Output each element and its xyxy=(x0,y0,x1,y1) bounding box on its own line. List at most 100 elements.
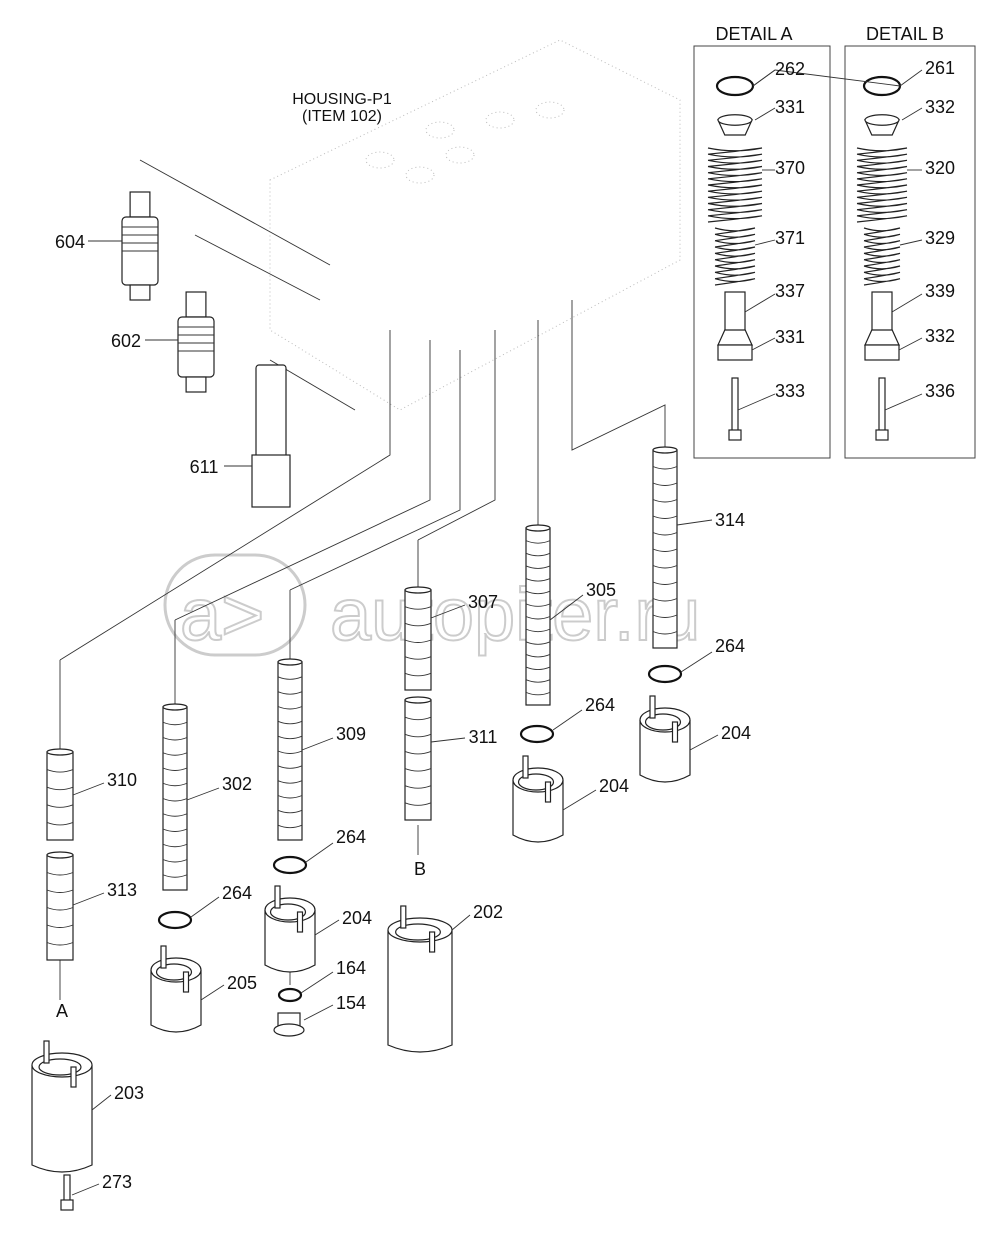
spool-icon xyxy=(652,449,678,649)
callout-602: 602 xyxy=(111,331,141,351)
spool-icon xyxy=(162,706,188,891)
callout-202: 202 xyxy=(473,902,503,922)
svg-text:a>: a> xyxy=(180,573,264,656)
leader-line xyxy=(305,842,334,863)
detail-a-label: 370 xyxy=(775,158,805,178)
stud-icon xyxy=(70,1066,77,1088)
spool-land xyxy=(404,656,432,660)
spool-land xyxy=(46,769,74,773)
leader-line xyxy=(451,914,471,931)
detail-b-label: 339 xyxy=(925,281,955,301)
spool-land xyxy=(46,889,74,893)
spool-land xyxy=(525,565,551,569)
spool-land xyxy=(525,691,551,696)
detail-a-label: 262 xyxy=(775,59,805,79)
callout-305: 305 xyxy=(586,580,616,600)
callout-154: 154 xyxy=(336,993,366,1013)
leader-line xyxy=(689,734,719,751)
rect xyxy=(60,1199,74,1211)
callout-204: 204 xyxy=(599,776,629,796)
o-ring-icon xyxy=(157,910,193,930)
spring-seat-icon xyxy=(717,329,753,346)
leader-line xyxy=(552,709,583,731)
spool-land xyxy=(46,907,74,911)
leader-line xyxy=(901,107,923,121)
leader-line xyxy=(752,69,776,87)
detail-b-title: DETAIL B xyxy=(866,24,944,44)
leader-line xyxy=(774,69,901,87)
relief-valve-604 xyxy=(129,191,151,218)
callout-604: 604 xyxy=(55,232,85,252)
callout-203: 203 xyxy=(114,1083,144,1103)
spool-land xyxy=(46,804,74,808)
spool-land xyxy=(277,706,303,710)
leader-line xyxy=(898,337,923,351)
spool-land xyxy=(652,598,678,602)
callout-264: 264 xyxy=(585,695,615,715)
spool-land xyxy=(525,654,551,658)
rect xyxy=(185,376,207,393)
spool-land xyxy=(46,786,74,791)
leader-lines xyxy=(59,159,666,1000)
spool-land xyxy=(277,735,303,740)
cover-203 xyxy=(31,1065,93,1173)
leader-line xyxy=(430,737,466,743)
leader-line xyxy=(190,896,220,918)
spool-land xyxy=(404,751,432,755)
stud-icon xyxy=(544,781,552,803)
spacer-icon xyxy=(724,291,746,333)
spool-icon xyxy=(46,751,74,841)
leader-line xyxy=(754,107,776,121)
rect xyxy=(129,284,151,301)
leader-line xyxy=(754,239,776,246)
spool-land xyxy=(162,767,188,771)
leader-line xyxy=(72,782,105,796)
spool-land xyxy=(652,482,678,486)
detail-a-label: 333 xyxy=(775,381,805,401)
detail-a-label: 371 xyxy=(775,228,805,248)
spool-land xyxy=(525,578,551,582)
spool-icon xyxy=(46,854,74,961)
rect xyxy=(177,316,215,378)
ellipse xyxy=(864,114,900,126)
housing-item-label: (ITEM 102) xyxy=(302,108,382,125)
spool-land xyxy=(162,859,188,863)
bolt-icon xyxy=(731,377,739,434)
spring-seat-icon xyxy=(864,329,900,346)
leader-line xyxy=(549,594,584,621)
stud-icon xyxy=(649,695,656,719)
spool-land xyxy=(162,752,188,756)
spool-land xyxy=(525,552,551,557)
spring-icon xyxy=(707,147,763,223)
spool-icon xyxy=(277,661,303,841)
stud-icon xyxy=(43,1040,50,1064)
spool-land xyxy=(525,616,551,620)
spool-land xyxy=(162,782,188,787)
leader-line xyxy=(562,789,597,811)
leader-line xyxy=(200,984,225,1001)
leader-line xyxy=(301,737,334,751)
callout-310: 310 xyxy=(107,770,137,790)
bolt-273 xyxy=(63,1174,71,1204)
ellipse xyxy=(46,748,74,756)
detail-a-label: 337 xyxy=(775,281,805,301)
o-ring-icon xyxy=(647,664,683,684)
stud-icon xyxy=(429,931,436,953)
detail-a-box xyxy=(693,45,831,459)
spool-land xyxy=(277,824,303,829)
watermark-text: autopiter.ru xyxy=(330,573,700,656)
spool-land xyxy=(404,733,432,738)
spool-land xyxy=(652,532,678,536)
spool-land xyxy=(277,765,303,769)
spool-land xyxy=(277,780,303,784)
stud-icon xyxy=(522,755,529,779)
callout-314: 314 xyxy=(715,510,745,530)
spool-land xyxy=(46,821,74,826)
spool-land xyxy=(652,515,678,519)
main-parts xyxy=(31,191,719,1211)
callout-204: 204 xyxy=(342,908,372,928)
spool-land xyxy=(404,672,432,677)
spool-land xyxy=(162,843,188,848)
spool-land xyxy=(652,631,678,635)
